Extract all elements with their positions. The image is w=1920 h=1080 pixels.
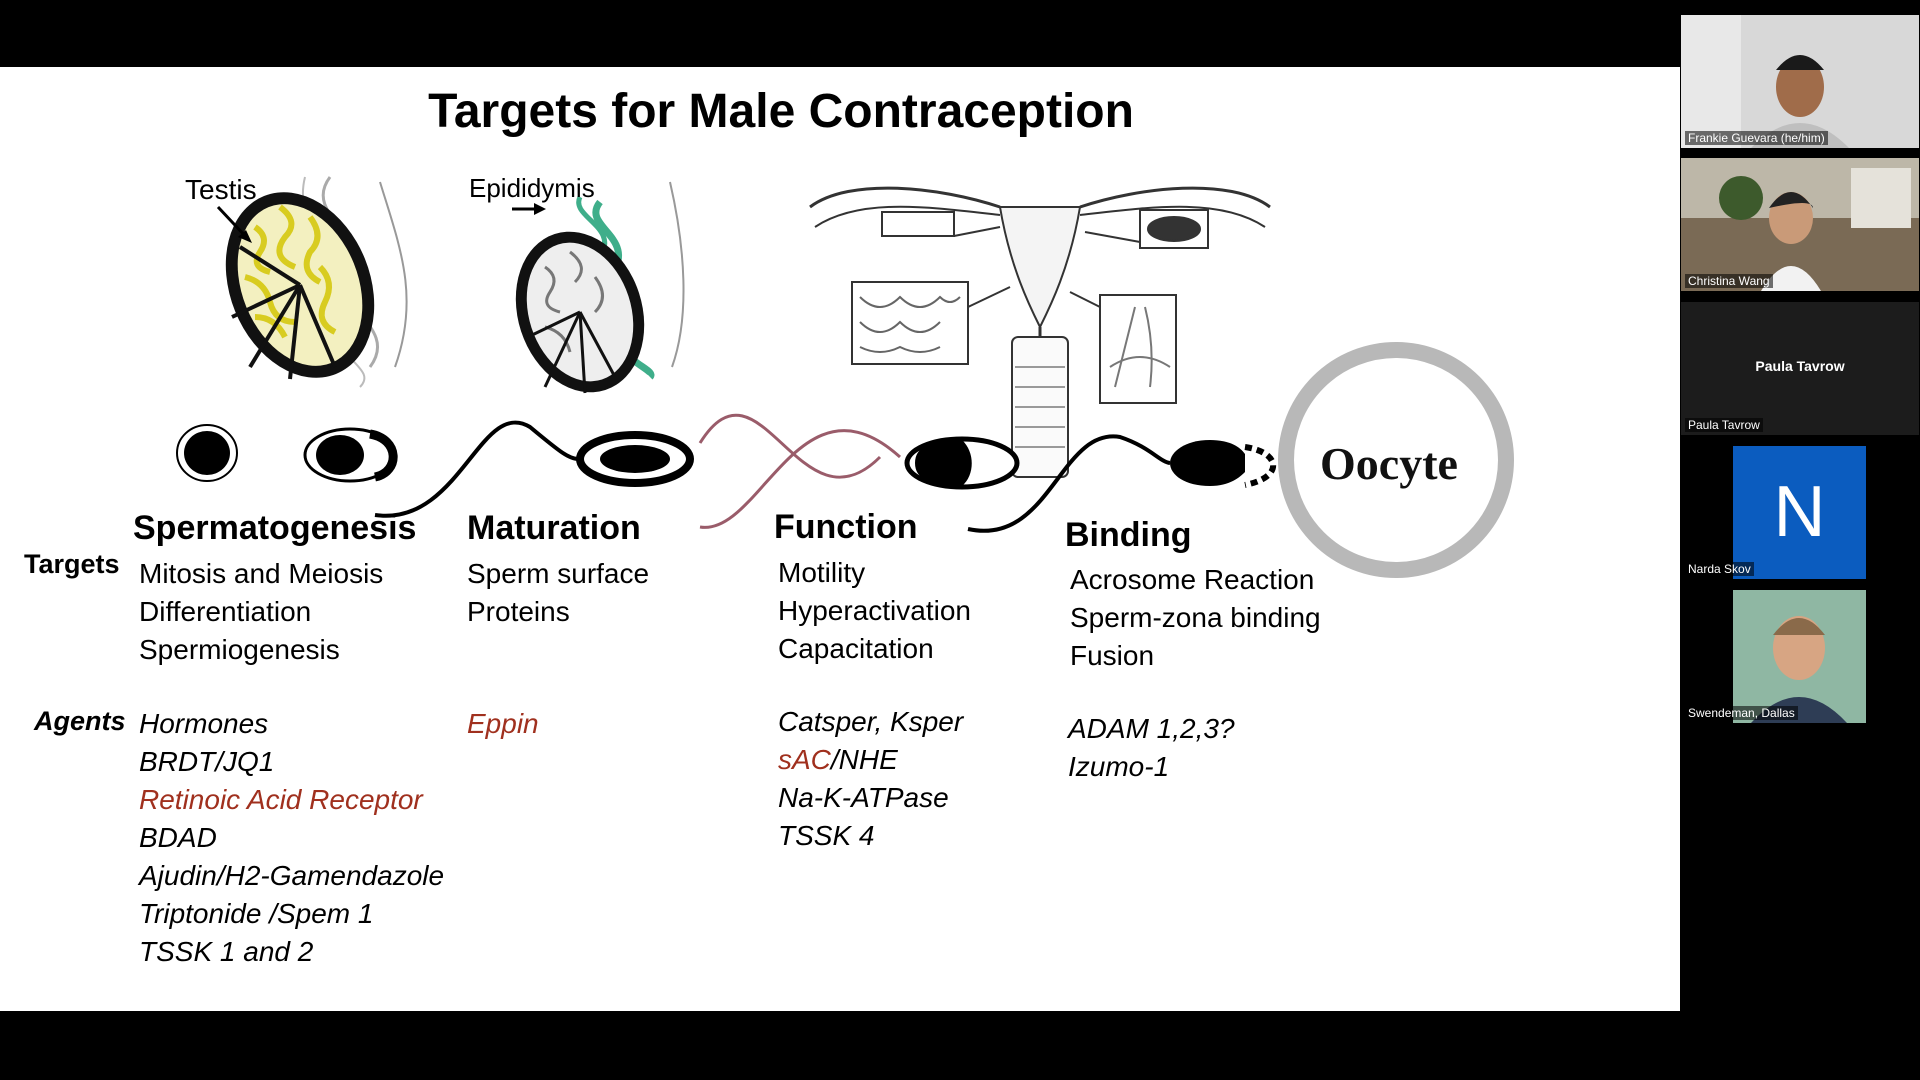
participant-video bbox=[1681, 15, 1919, 148]
binding-agents: ADAM 1,2,3? Izumo-1 bbox=[1068, 710, 1235, 786]
list-item: Proteins bbox=[467, 596, 570, 627]
participant-name: Paula Tavrow bbox=[1685, 418, 1763, 432]
function-agents: Catsper, Ksper sAC/NHE Na-K-ATPase TSSK … bbox=[778, 703, 963, 855]
list-item: Ajudin/H2-Gamendazole bbox=[139, 860, 445, 891]
list-item: BRDT/JQ1 bbox=[139, 746, 275, 777]
participant-tile[interactable]: Frankie Guevara (he/him) bbox=[1681, 15, 1919, 148]
list-item: TSSK 4 bbox=[778, 820, 875, 851]
reproductive-tract-illustration bbox=[809, 186, 1271, 478]
participant-name: Swendeman, Dallas bbox=[1685, 706, 1798, 720]
participant-name: Christina Wang bbox=[1685, 274, 1773, 288]
list-item: Eppin bbox=[467, 708, 539, 739]
spermatogenesis-agents: Hormones BRDT/JQ1 Retinoic Acid Receptor… bbox=[139, 705, 444, 971]
list-item: Mitosis and Meiosis bbox=[139, 558, 384, 589]
list-item: Izumo-1 bbox=[1068, 751, 1170, 782]
sperm-cells bbox=[176, 413, 1277, 533]
list-item: Capacitation bbox=[778, 633, 934, 664]
list-item: sAC/NHE bbox=[778, 741, 963, 779]
stage-binding: Binding bbox=[1065, 516, 1192, 554]
slide-title: Targets for Male Contraception bbox=[428, 85, 1134, 138]
function-targets: Motility Hyperactivation Capacitation bbox=[778, 554, 971, 668]
list-item: Sperm surface bbox=[467, 558, 650, 589]
testis-illustration bbox=[216, 176, 408, 388]
list-item: Na-K-ATPase bbox=[778, 782, 949, 813]
participant-center-name: Paula Tavrow bbox=[1755, 358, 1845, 374]
participant-video bbox=[1733, 590, 1866, 723]
participant-tile[interactable]: Swendeman, Dallas bbox=[1681, 590, 1919, 723]
list-item: Acrosome Reaction bbox=[1070, 564, 1315, 595]
list-item: Hyperactivation bbox=[778, 595, 971, 626]
participant-tile[interactable]: Christina Wang bbox=[1681, 158, 1919, 291]
list-item: Fusion bbox=[1070, 640, 1155, 671]
epididymis-label: Epididymis bbox=[469, 173, 595, 203]
list-item: Differentiation bbox=[139, 596, 312, 627]
nhe-agent: /NHE bbox=[830, 744, 898, 775]
testis-label: Testis bbox=[185, 174, 257, 205]
avatar: N bbox=[1733, 446, 1866, 579]
targets-row-label: Targets bbox=[24, 549, 120, 579]
list-item: Triptonide /Spem 1 bbox=[139, 898, 374, 929]
spermatogenesis-targets: Mitosis and Meiosis Differentiation Sper… bbox=[139, 555, 383, 669]
maturation-targets: Sperm surface Proteins bbox=[467, 555, 649, 631]
participant-name: Narda Skov bbox=[1685, 562, 1754, 576]
contraception-diagram bbox=[176, 176, 1514, 578]
oocyte-label: Oocyte bbox=[1320, 438, 1458, 489]
list-item: Catsper, Ksper bbox=[778, 706, 964, 737]
list-item: Sperm-zona binding bbox=[1070, 602, 1321, 633]
sac-agent: sAC bbox=[778, 744, 831, 775]
stage-function: Function bbox=[774, 508, 918, 546]
oocyte-ring bbox=[1278, 342, 1514, 578]
presentation-slide: Targets for Male Contraception bbox=[0, 67, 1680, 1011]
participant-tile[interactable]: N Narda Skov bbox=[1681, 446, 1919, 579]
stage-spermatogenesis: Spermatogenesis bbox=[133, 509, 417, 547]
list-item: TSSK 1 and 2 bbox=[139, 936, 314, 967]
list-item: Hormones bbox=[139, 708, 269, 739]
participant-name: Frankie Guevara (he/him) bbox=[1685, 131, 1828, 145]
participant-tile[interactable]: Paula Tavrow Paula Tavrow bbox=[1681, 302, 1919, 435]
list-item: Spermiogenesis bbox=[139, 634, 340, 665]
agents-row-label: Agents bbox=[34, 706, 126, 736]
participant-video bbox=[1681, 158, 1919, 291]
list-item: Retinoic Acid Receptor bbox=[139, 784, 423, 815]
list-item: ADAM 1,2,3? bbox=[1068, 713, 1235, 744]
list-item: BDAD bbox=[139, 822, 217, 853]
maturation-agents: Eppin bbox=[467, 705, 539, 743]
stage-maturation: Maturation bbox=[467, 509, 641, 547]
binding-targets: Acrosome Reaction Sperm-zona binding Fus… bbox=[1070, 561, 1321, 675]
epididymis-illustration bbox=[512, 181, 685, 394]
list-item: Motility bbox=[778, 557, 866, 588]
